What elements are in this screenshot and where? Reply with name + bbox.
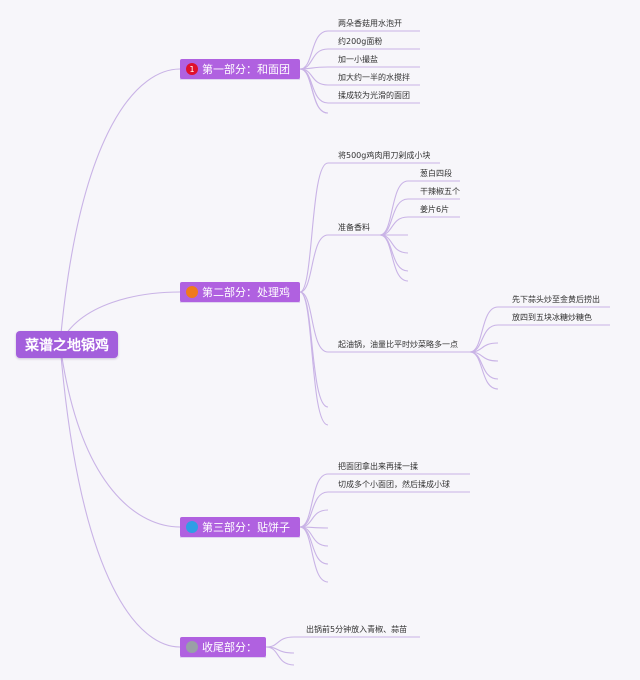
leaf-item[interactable]: 姜片6片 [420, 205, 450, 214]
leaf-connector [265, 636, 295, 648]
leaf-connector [299, 68, 329, 104]
leaf-connector [299, 234, 329, 293]
leaf-connector [469, 351, 499, 390]
leaf-connector [299, 68, 329, 114]
leaf-connector [299, 291, 329, 353]
root-node[interactable]: 菜谱之地锅鸡 [16, 331, 118, 358]
branch-label: 第三部分：贴饼子 [202, 521, 290, 534]
root-label: 菜谱之地锅鸡 [25, 337, 109, 354]
leaf-item[interactable]: 揉成较为光滑的面团 [338, 91, 410, 100]
leaf-item[interactable]: 把面团拿出来再揉一揉 [338, 462, 418, 471]
root-branch-line [59, 343, 181, 648]
root-branch-line [59, 68, 181, 345]
branch-node-4[interactable]: 收尾部分： [180, 637, 266, 657]
root-branch-line [59, 291, 181, 345]
priority-3-icon [186, 521, 198, 533]
leaf-connector [299, 162, 329, 293]
leaf-item[interactable]: 两朵香菇用水泡开 [338, 19, 402, 28]
leaf-connector [299, 291, 329, 408]
leaf-item[interactable]: 准备香料 [338, 223, 370, 232]
priority-4-icon [186, 641, 198, 653]
leaf-item[interactable]: 葱白四段 [420, 169, 452, 178]
leaf-connector [299, 526, 329, 583]
leaf-connector [299, 291, 329, 426]
leaf-item[interactable]: 先下蒜头炒至金黄后捞出 [512, 295, 600, 304]
branch-label: 第一部分：和面团 [202, 63, 290, 76]
leaf-item[interactable]: 约200g面粉 [338, 37, 383, 46]
leaf-item[interactable]: 出锅前5分钟放入青椒、蒜苗 [306, 625, 408, 634]
leaf-connector [469, 324, 499, 353]
leaf-connector [299, 491, 329, 528]
leaf-connector [379, 180, 409, 236]
leaf-item[interactable]: 干辣椒五个 [420, 187, 460, 196]
leaf-connector [299, 473, 329, 528]
leaf-connector [299, 30, 329, 70]
root-branch-line [59, 343, 181, 528]
priority-2-icon [186, 286, 198, 298]
leaf-connector [379, 234, 409, 282]
branch-label: 收尾部分： [202, 641, 257, 654]
leaf-connector [379, 198, 409, 236]
leaf-item[interactable]: 加大约一半的水搅拌 [338, 73, 410, 82]
leaf-item[interactable]: 切成多个小面团，然后揉成小球 [338, 480, 450, 489]
priority-1-number: 1 [189, 64, 195, 74]
leaf-connector [299, 48, 329, 70]
branch-node-1[interactable]: 1 第一部分：和面团 [180, 59, 300, 79]
priority-1-icon: 1 [186, 63, 198, 75]
leaf-item[interactable]: 加一小撮盐 [338, 55, 378, 64]
branch-label: 第二部分：处理鸡 [202, 286, 290, 299]
branch-node-3[interactable]: 第三部分：贴饼子 [180, 517, 300, 537]
leaf-connector [379, 234, 409, 254]
leaf-connector [469, 306, 499, 353]
leaf-item[interactable]: 放四到五块冰糖炒糖色 [512, 313, 592, 322]
leaf-item[interactable]: 将500g鸡肉用刀剁成小块 [338, 151, 431, 160]
branch-node-2[interactable]: 第二部分：处理鸡 [180, 282, 300, 302]
leaf-connector [265, 646, 295, 666]
leaf-item[interactable]: 起油锅，油量比平时炒菜略多一点 [338, 340, 458, 349]
